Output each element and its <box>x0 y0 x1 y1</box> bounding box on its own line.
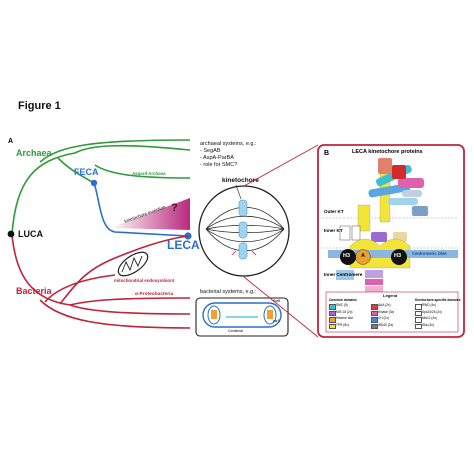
legend-swatch <box>329 317 336 323</box>
condensin-label: Condensin <box>228 329 244 333</box>
inner-centromere-label: Inner Centromere <box>324 272 363 277</box>
bacterial-systems-heading: bacterial systems, e.g.: <box>200 289 257 295</box>
legend-item-label: WD40 (2x) <box>378 322 394 327</box>
legend-title: Legend <box>383 293 398 298</box>
archaea-label: Archaea <box>16 148 52 158</box>
archaea-branches <box>11 139 191 235</box>
legend-col1-heading: Common domains <box>329 298 357 302</box>
legend-item-label: RWD (4x) <box>422 303 436 307</box>
archaeal-system-item: - AspA-ParBA <box>200 155 234 161</box>
legend-item-label: SMC (5) <box>336 303 348 307</box>
bacterial-cell-icon <box>195 297 289 337</box>
legend-item-label: Spc24/25 (2x) <box>422 309 442 314</box>
legend-item-label: AAA (2x) <box>378 303 391 307</box>
feca-label: FECA <box>74 167 99 177</box>
legend-swatch <box>415 323 422 329</box>
kinetochore-label: kinetochore <box>222 177 259 184</box>
archaeal-system-item: - SegAB <box>200 148 221 154</box>
panel-b-label: B <box>324 150 330 157</box>
leca-label: LECA <box>167 238 200 252</box>
panel-a-label: A <box>8 138 14 145</box>
legend-item-label: MIS 18 (2x) <box>336 309 353 314</box>
mito-endosymbiont-label: mitochondrial endosymbiont <box>114 278 175 283</box>
legend-item-label: Ska (3x) <box>422 322 434 327</box>
nucleosome-h3-right: H3 <box>394 253 402 259</box>
legend-swatch <box>371 310 378 316</box>
nucleosome-a: A <box>361 253 365 259</box>
legend-swatch <box>415 304 422 310</box>
luca-node <box>7 230 15 238</box>
nucleosome-h3-left: H3 <box>343 253 351 259</box>
question-mark: ? <box>171 202 178 214</box>
centromeric-dna-label: Centromeric DNA <box>412 251 447 256</box>
outer-kt-label: Outer KT <box>324 209 344 214</box>
legend-item-label: CH (2x) <box>378 316 389 320</box>
mitochondrion-icon <box>117 251 149 277</box>
legend-swatch <box>415 317 422 323</box>
legend-item-label: Mis12 (4x) <box>422 316 437 320</box>
legend-swatch <box>329 304 336 310</box>
legend-item-label: TPR (8x) <box>336 322 349 327</box>
legend-swatch <box>371 304 378 310</box>
figure-title: Figure 1 <box>18 100 61 112</box>
pars-label: parS <box>273 319 280 323</box>
kt-evolution-wedge <box>110 198 190 230</box>
archaeal-systems-heading: archaeal systems, e.g.: <box>200 141 257 147</box>
parb-label: ParB <box>273 299 281 303</box>
zoom-lines <box>243 144 319 338</box>
bacteria-branches <box>11 233 191 329</box>
panel-b-title: LECA kinetochore proteins <box>352 149 423 155</box>
legend-swatch <box>329 310 336 316</box>
luca-label: LUCA <box>18 229 43 239</box>
legend-col2-heading: Kinetochore-specific domains <box>415 298 461 302</box>
kinetochore-complex <box>328 158 458 292</box>
alphaproteo-label: α-Proteobacteria <box>135 292 174 297</box>
inner-kt-label: Inner KT <box>324 228 343 233</box>
archaeal-system-item: - role for SMC? <box>200 162 238 168</box>
eukaryote-branch <box>93 182 189 237</box>
spindle-cell-icon <box>198 185 290 277</box>
legend-swatch <box>371 323 378 329</box>
legend-swatch <box>329 323 336 329</box>
feca-node <box>90 179 98 187</box>
legend-item-label: Kinase (3x) <box>378 309 395 314</box>
bacteria-label: Bacteria <box>16 286 52 296</box>
legend-box <box>325 291 459 333</box>
legend-swatch <box>415 310 422 316</box>
legend-item-label: Histone fold <box>336 316 353 320</box>
legend-swatch <box>371 317 378 323</box>
asgard-label: Asgard Archaea <box>132 171 166 176</box>
